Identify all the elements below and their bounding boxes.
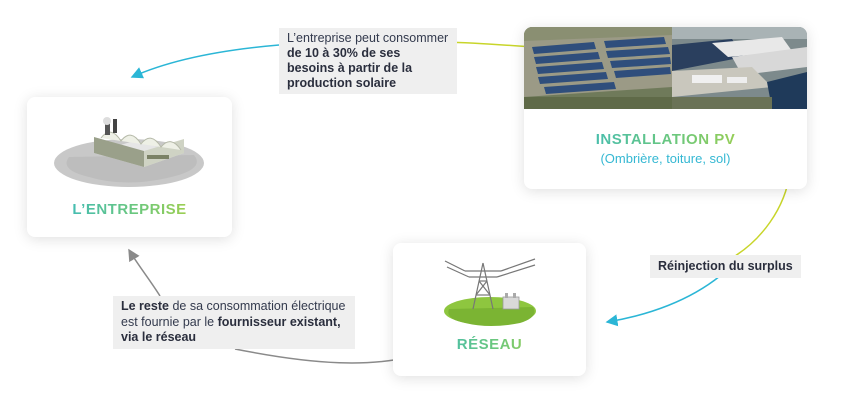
arrow-label-to-entreprise-gray <box>128 248 161 297</box>
arrow-reinjection-to-reseau <box>605 275 721 327</box>
pv-title: INSTALLATION PV <box>524 131 807 148</box>
label-left-bold2: fournisseur existant, via le réseau <box>121 314 341 345</box>
label-top-prefix: L’entreprise peut consommer <box>287 31 449 45</box>
solar-roof-photo <box>672 27 807 109</box>
arrow-label-to-entreprise <box>130 44 280 79</box>
label-grid-supply: Le reste de sa consommation électrique e… <box>113 296 355 349</box>
solar-panels-photo <box>524 27 672 109</box>
label-top-bold: de 10 à 30% de ses besoins à partir de l… <box>287 46 413 90</box>
factory-icon <box>54 117 204 187</box>
entreprise-title: L’ENTREPRISE <box>27 201 232 218</box>
label-self-consumption: L’entreprise peut consommer de 10 à 30% … <box>279 28 457 94</box>
power-pylon-icon <box>444 258 536 326</box>
pv-title-part2: PV <box>714 131 736 148</box>
pv-title-part1: INSTALLATION <box>595 131 710 148</box>
reseau-title: RÉSEAU <box>393 336 586 353</box>
label-left-bold1: Le reste <box>121 299 169 313</box>
arrow-reseau-to-label <box>234 348 411 364</box>
pv-subtitle: (Ombrière, toiture, sol) <box>600 151 731 166</box>
pv-card: INSTALLATION PV (Ombrière, toiture, sol) <box>524 27 807 189</box>
label-left-middle: de sa consommation électrique est fourni… <box>121 299 346 329</box>
label-reinjection: Réinjection du surplus <box>650 255 801 278</box>
reseau-card: RÉSEAU <box>393 243 586 376</box>
entreprise-card: L’ENTREPRISE <box>27 97 232 237</box>
